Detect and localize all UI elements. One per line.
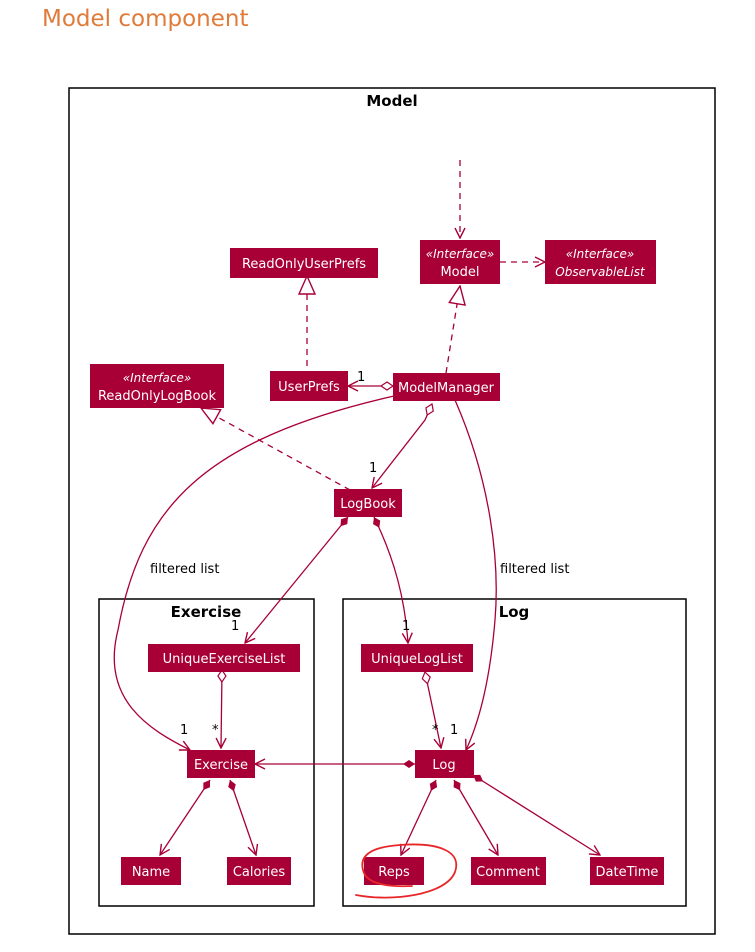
realization-logbook-readonlylogbook [201, 408, 351, 491]
multiplicity-logbook: 1 [369, 461, 377, 476]
class-uniqueloglist-label: UniqueLogList [371, 652, 463, 667]
package-log-title: Log [499, 603, 530, 621]
annotation-circle-reps [355, 843, 458, 899]
package-exercise [98, 598, 315, 907]
page-title: Model component [42, 6, 249, 32]
class-reps-label: Reps [378, 865, 410, 880]
package-model-title: Model [366, 92, 417, 110]
package-model [68, 87, 716, 935]
class-readonlyuserprefs[interactable]: ReadOnlyUserPrefs [230, 248, 378, 278]
class-userprefs[interactable]: UserPrefs [270, 371, 348, 401]
multiplicity-uniqueexerciselist: 1 [231, 619, 239, 634]
class-readonlyuserprefs-label: ReadOnlyUserPrefs [242, 257, 366, 272]
multiplicity-uniqueloglist: 1 [402, 619, 410, 634]
multiplicity-log-many: * [432, 723, 439, 738]
class-readonlylogbook-stereotype: «Interface» [123, 371, 192, 385]
composition-log-datetime [472, 774, 600, 855]
class-name[interactable]: Name [121, 857, 181, 885]
aggregation-modelmanager-logbook [372, 404, 432, 488]
class-datetime-label: DateTime [596, 865, 659, 880]
class-model-label: Model [440, 265, 479, 280]
class-logbook[interactable]: LogBook [334, 489, 402, 517]
package-log [342, 598, 687, 907]
class-reps[interactable]: Reps [364, 857, 424, 885]
class-observablelist-label: ObservableList [555, 265, 646, 279]
multiplicity-log-one: 1 [450, 723, 458, 738]
package-exercise-title: Exercise [171, 603, 242, 621]
class-model[interactable]: «Interface» Model [420, 240, 500, 284]
class-uniqueexerciselist-label: UniqueExerciseList [163, 652, 286, 667]
composition-log-reps [401, 779, 436, 855]
class-exercise[interactable]: Exercise [187, 750, 255, 778]
composition-exercise-calories [230, 779, 256, 855]
class-log-label: Log [432, 758, 455, 773]
class-model-stereotype: «Interface» [426, 247, 495, 261]
composition-logbook-uniqueexerciselist [245, 516, 349, 643]
class-modelmanager[interactable]: ModelManager [393, 373, 500, 401]
multiplicity-exercise-many: * [212, 723, 219, 738]
composition-logbook-uniqueloglist [374, 516, 408, 643]
class-datetime[interactable]: DateTime [590, 857, 664, 885]
label-filtered-list-right: filtered list [500, 562, 569, 577]
aggregation-uniqueexerciselist-exercise [221, 670, 222, 748]
association-filtered-exercise [113, 395, 395, 750]
class-observablelist[interactable]: «Interface» ObservableList [545, 240, 656, 284]
class-exercise-label: Exercise [194, 758, 248, 773]
class-modelmanager-label: ModelManager [398, 381, 495, 396]
class-logbook-label: LogBook [340, 497, 396, 512]
class-userprefs-label: UserPrefs [278, 380, 340, 395]
realization-modelmanager-model [445, 286, 460, 374]
composition-exercise-name [160, 779, 211, 855]
class-comment-label: Comment [476, 865, 540, 880]
composition-log-comment [453, 779, 498, 855]
class-readonlylogbook-label: ReadOnlyLogBook [98, 389, 216, 404]
class-log[interactable]: Log [415, 750, 474, 778]
class-uniqueexerciselist[interactable]: UniqueExerciseList [148, 644, 300, 672]
multiplicity-userprefs: 1 [357, 370, 365, 385]
class-calories-label: Calories [233, 865, 286, 880]
class-observablelist-stereotype: «Interface» [566, 247, 635, 261]
class-name-label: Name [132, 865, 170, 880]
class-uniqueloglist[interactable]: UniqueLogList [361, 644, 473, 672]
class-calories[interactable]: Calories [227, 857, 291, 885]
aggregation-uniqueloglist-log [425, 672, 441, 748]
class-readonlylogbook[interactable]: «Interface» ReadOnlyLogBook [90, 364, 224, 408]
class-comment[interactable]: Comment [471, 857, 546, 885]
association-filtered-log [454, 399, 497, 750]
multiplicity-exercise-one: 1 [180, 723, 188, 738]
label-filtered-list-left: filtered list [150, 562, 219, 577]
